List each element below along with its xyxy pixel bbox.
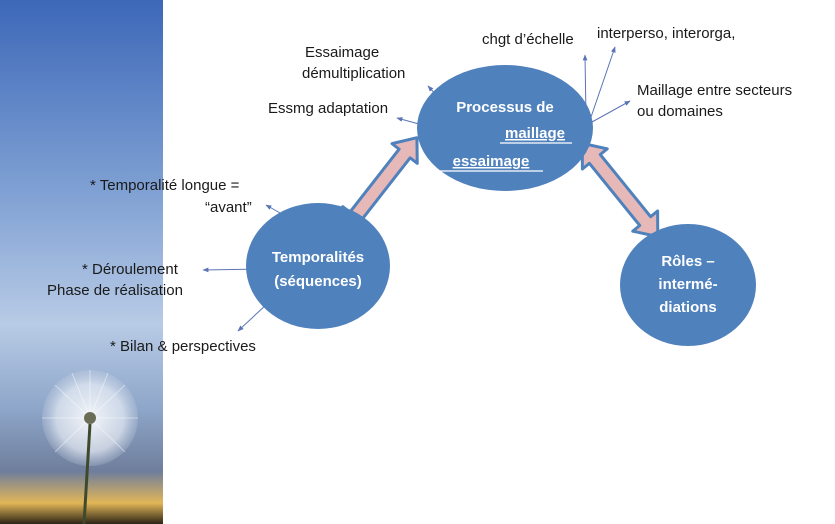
dandelion-icon	[42, 370, 138, 524]
note-temporalite-longue-line1: * Temporalité longue =	[90, 177, 240, 194]
node-temporalites-line2: (séquences)	[274, 273, 362, 290]
node-roles-ellipse	[620, 224, 756, 346]
note-chgt-echelle: chgt d’échelle	[482, 31, 574, 48]
note-bilan: * Bilan & perspectives	[110, 338, 256, 355]
dandelion-photo-band	[0, 0, 163, 524]
node-temporalites: Temporalités (séquences)	[246, 203, 390, 329]
node-processus-line2: maillage	[505, 125, 565, 142]
node-roles-line1: Rôles –	[661, 253, 714, 270]
arrow-bilan	[237, 302, 269, 332]
node-processus-ellipse	[417, 65, 593, 191]
note-demultiplication: démultiplication	[302, 65, 405, 82]
note-essaimage: Essaimage	[305, 44, 379, 61]
note-temporalite-longue-line2: “avant”	[205, 199, 252, 216]
node-processus-line1: Processus de	[456, 99, 554, 116]
note-deroulement-line1: * Déroulement	[82, 261, 179, 278]
note-maillage-secteurs-line2: ou domaines	[637, 103, 723, 120]
node-temporalites-ellipse	[246, 203, 390, 329]
note-maillage-secteurs-line1: Maillage entre secteurs	[637, 82, 792, 99]
node-roles-line2: intermé-	[658, 276, 717, 293]
note-interperso: interperso, interorga,	[597, 25, 735, 42]
arrow-interperso	[589, 46, 616, 121]
node-roles-line3: diations	[659, 299, 717, 316]
arrow-maillage-secteurs	[591, 100, 631, 123]
node-processus-line3: essaimage	[453, 153, 530, 170]
note-essmg-adaptation: Essmg adaptation	[268, 100, 388, 117]
node-processus: Processus de maillage essaimage	[417, 65, 593, 191]
note-deroulement-line2: Phase de réalisation	[47, 282, 183, 299]
node-roles: Rôles – intermé- diations	[620, 224, 756, 346]
node-temporalites-line1: Temporalités	[272, 249, 364, 266]
